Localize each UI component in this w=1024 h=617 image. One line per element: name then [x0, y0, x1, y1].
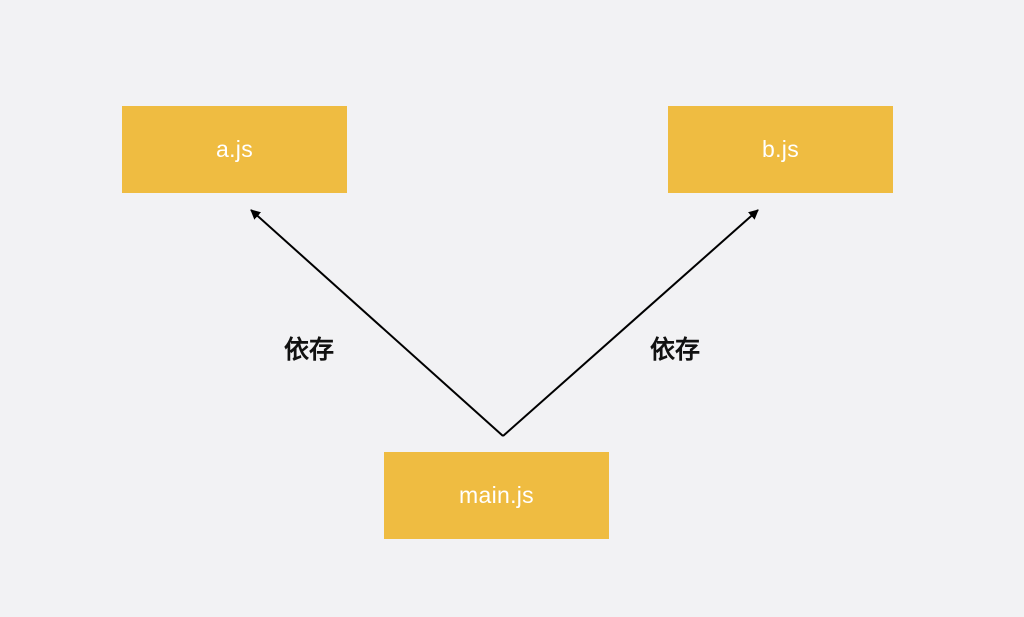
- node-b-js-label: b.js: [762, 136, 799, 162]
- edge-label-main-to-b: 依存: [650, 335, 701, 364]
- node-main-js: main.js: [384, 452, 609, 539]
- edge-label-main-to-a: 依存: [284, 335, 335, 364]
- node-a-js: a.js: [122, 106, 347, 193]
- node-main-js-label: main.js: [459, 482, 534, 508]
- node-a-js-label: a.js: [216, 136, 253, 162]
- edge-main-to-b: [502, 209, 759, 437]
- node-b-js: b.js: [668, 106, 893, 193]
- edge-main-to-a: [250, 209, 504, 437]
